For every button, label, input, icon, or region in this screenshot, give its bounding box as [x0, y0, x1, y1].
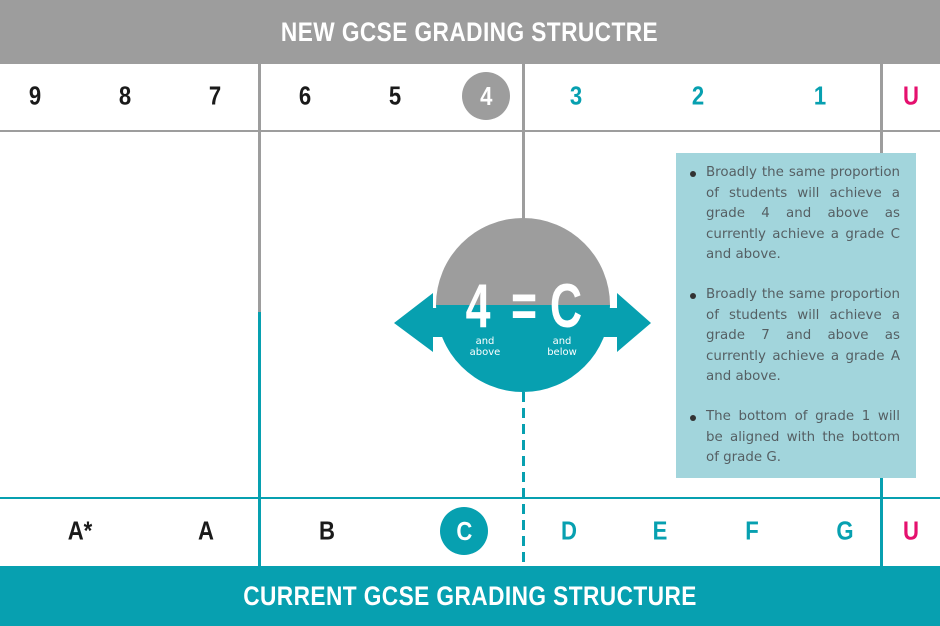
- info-bullet-3: The bottom of grade 1 will be aligned wi…: [690, 407, 900, 469]
- equivalence-graphic: [394, 218, 651, 392]
- new-grade-8: 8: [118, 80, 132, 111]
- info-bullet-1: Broadly the same proportion of students …: [690, 163, 900, 266]
- current-grade-a-star: A*: [67, 515, 93, 546]
- divider-c-d-dashed: [522, 392, 525, 566]
- right-subtitle: and below: [547, 336, 577, 358]
- new-grade-3: 3: [569, 80, 583, 111]
- current-grade-a: A: [198, 515, 214, 546]
- divider-g-u-teal: [880, 478, 883, 566]
- divider-4-3-grey: [522, 64, 525, 219]
- new-structure-title: NEW GCSE GRADING STRUCTRE: [281, 16, 659, 47]
- double-arrow-icon: [394, 293, 651, 352]
- new-grade-u: U: [903, 80, 919, 111]
- new-grade-9: 9: [28, 80, 42, 111]
- current-structure-title: CURRENT GCSE GRADING STRUCTURE: [243, 580, 697, 611]
- new-grade-1: 1: [813, 80, 827, 111]
- new-grade-5: 5: [388, 80, 402, 111]
- bullet-dot-icon: [690, 171, 696, 177]
- equivalence-equals: =: [510, 272, 538, 341]
- equivalence-left-value: 4: [465, 272, 491, 341]
- current-grade-e: E: [652, 515, 668, 546]
- new-grade-4-highlight: 4: [462, 72, 510, 120]
- left-subtitle: and above: [469, 336, 501, 358]
- current-grade-d: D: [561, 515, 577, 546]
- info-bullet-2: Broadly the same proportion of students …: [690, 285, 900, 388]
- new-grade-2: 2: [691, 80, 705, 111]
- current-structure-footer: CURRENT GCSE GRADING STRUCTURE: [0, 566, 940, 626]
- info-box: Broadly the same proportion of students …: [676, 153, 916, 478]
- current-grade-g: G: [836, 515, 854, 546]
- current-grade-u: U: [903, 515, 919, 546]
- divider-a-b-teal: [258, 312, 261, 566]
- new-grade-7: 7: [208, 80, 222, 111]
- bullet-dot-icon: [690, 293, 696, 299]
- top-row-divider: [0, 130, 940, 132]
- current-grade-c-highlight: C: [440, 507, 488, 555]
- new-grade-6: 6: [298, 80, 312, 111]
- divider-7-6-grey: [258, 64, 261, 312]
- divider-1-u-grey-upper: [880, 64, 883, 153]
- current-grade-f: F: [745, 515, 759, 546]
- current-grade-b: B: [319, 515, 335, 546]
- equivalence-right-value: C: [549, 272, 583, 341]
- bottom-row-divider: [0, 497, 940, 499]
- new-structure-header: NEW GCSE GRADING STRUCTRE: [0, 0, 940, 64]
- upper-half-circle: [436, 218, 610, 305]
- bullet-dot-icon: [690, 415, 696, 421]
